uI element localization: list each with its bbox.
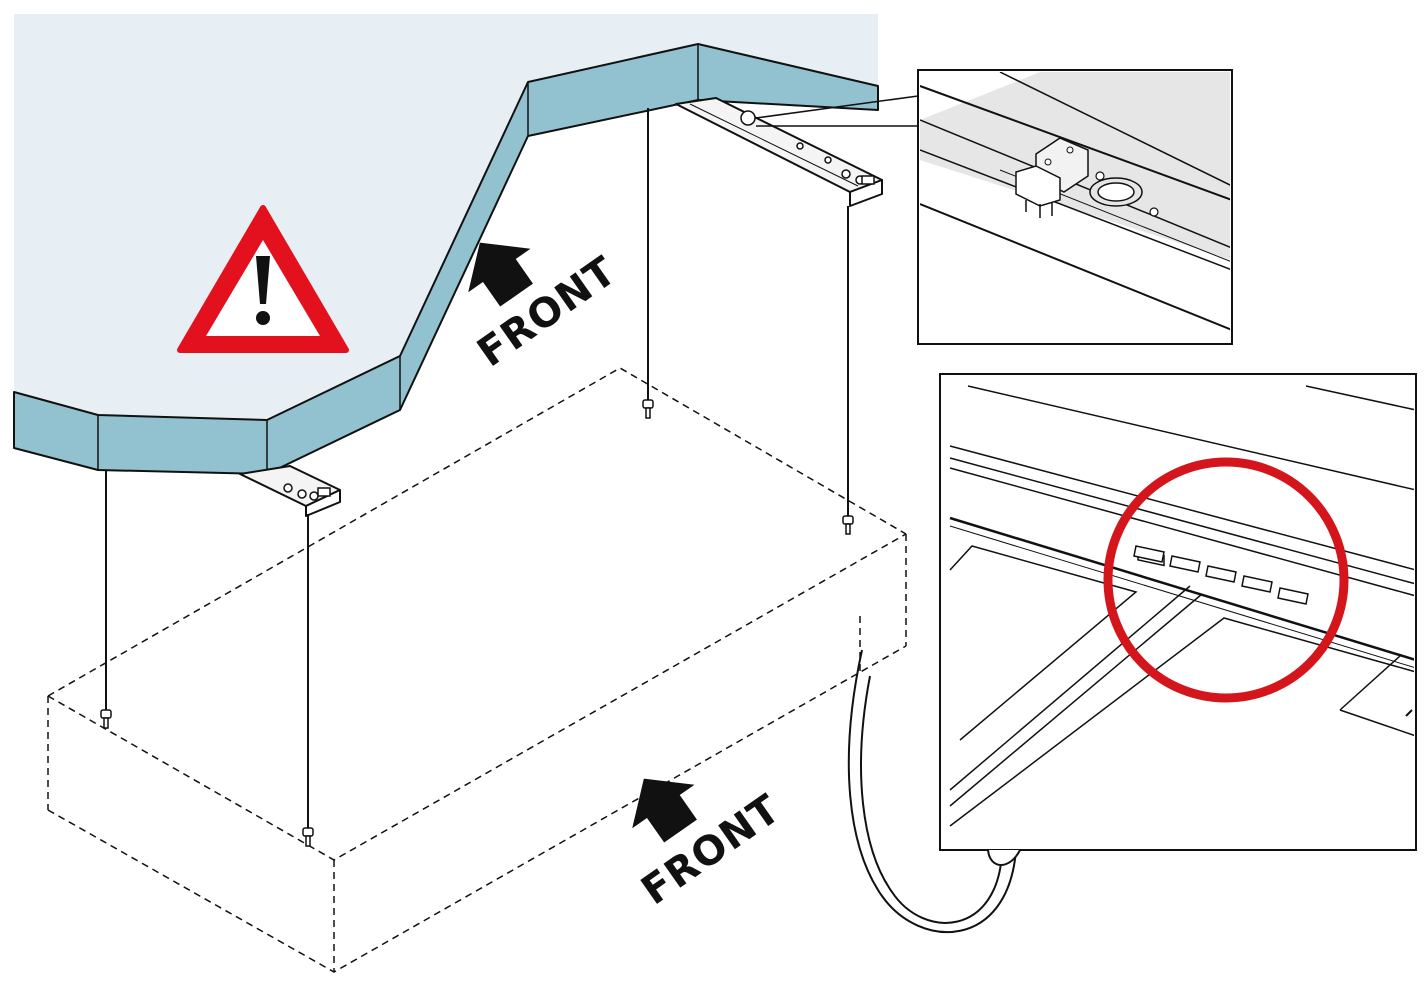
connector-slots (1133, 545, 1309, 605)
cable (847, 649, 1017, 934)
detail-box-connector (939, 373, 1417, 851)
warning-triangle-icon (177, 205, 349, 353)
screws (100, 399, 854, 847)
frame-outline (47, 367, 907, 973)
mounting-bracket-left (239, 465, 341, 517)
detail-leader-lines (755, 95, 919, 127)
tabletop (13, 14, 879, 475)
mounting-bracket-right (675, 97, 883, 207)
tabletop-edge (13, 43, 879, 475)
front-arrow-icon-top (468, 242, 533, 307)
front-arrow-icon-bottom (632, 778, 697, 843)
detail-box-bracket (917, 69, 1233, 345)
highlight-circle (1103, 457, 1349, 703)
screw-lines (105, 108, 849, 830)
